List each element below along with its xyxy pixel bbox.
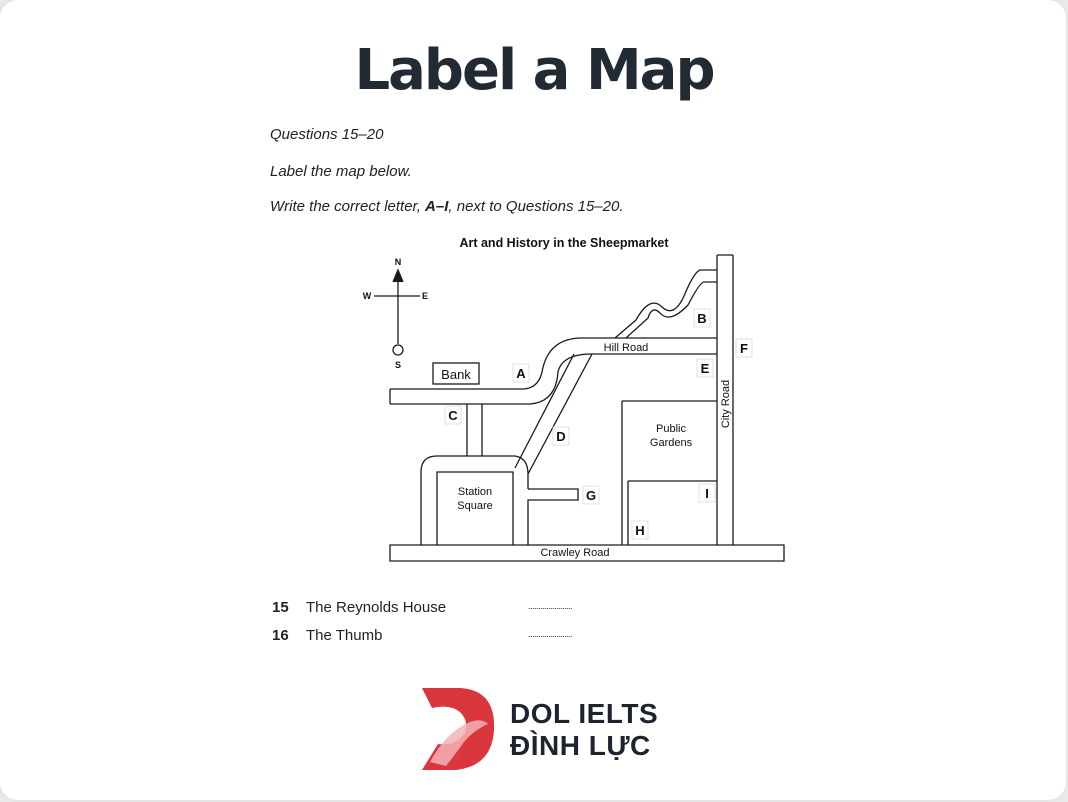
letter-d: D — [556, 429, 565, 444]
compass-south-circle — [392, 344, 404, 356]
hill-road-outline — [582, 337, 717, 355]
station-square-label-2: Square — [457, 500, 492, 512]
question-text: The Reynolds House — [306, 599, 447, 616]
question-text: The Thumb — [306, 627, 383, 644]
map-title: Art and History in the Sheepmarket — [459, 236, 669, 250]
crawley-road-label: Crawley Road — [540, 547, 609, 559]
letter-i: I — [705, 486, 709, 501]
letter-h: H — [635, 523, 644, 538]
brand-name-line2: ĐÌNH LỰC — [510, 730, 651, 761]
west-road-outline — [389, 337, 593, 405]
diagonal-road-outline — [514, 353, 593, 475]
compass-w-label: W — [363, 291, 372, 301]
station-road-outline — [420, 455, 529, 545]
hill-road-label: Hill Road — [604, 342, 649, 354]
letter-c: C — [448, 408, 458, 423]
compass-n-label: N — [395, 257, 402, 267]
letter-f: F — [740, 341, 748, 356]
c-lane-outline — [466, 404, 483, 456]
instruction-letter-range: A–I — [425, 198, 449, 215]
station-square-label-1: Station — [458, 486, 492, 498]
instruction-pre: Write the correct letter, — [270, 198, 426, 215]
letter-g: G — [586, 488, 596, 503]
letter-e-marker: E — [696, 358, 714, 378]
compass-lines — [374, 272, 420, 344]
answer-blank[interactable]: ...................... — [528, 601, 573, 611]
public-gardens-label-1: Public — [656, 423, 686, 435]
answer-blank[interactable]: ...................... — [528, 629, 573, 639]
question-number: 15 — [272, 599, 289, 616]
city-road-label: City Road — [720, 380, 732, 428]
letter-i-marker: I — [698, 483, 716, 503]
letter-a-marker: A — [512, 363, 530, 383]
letter-a: A — [516, 366, 526, 381]
bank-box — [432, 362, 480, 385]
compass-arrow — [392, 268, 404, 283]
letter-b-marker: B — [693, 308, 711, 328]
letter-e: E — [701, 361, 710, 376]
letter-h-marker: H — [631, 520, 649, 540]
brand-name-line1: DOL IELTS — [510, 698, 659, 729]
instruction-post: , next to Questions 15–20. — [448, 198, 624, 215]
letter-g-marker: G — [582, 485, 600, 505]
page-title: Label a Map — [354, 38, 715, 103]
letter-d-marker: D — [552, 426, 570, 446]
question-number: 16 — [272, 627, 289, 644]
compass-e-label: E — [422, 291, 428, 301]
public-gardens-label-2: Gardens — [650, 437, 693, 449]
compass-s-label: S — [395, 360, 401, 370]
g-spur-outline — [527, 488, 579, 545]
dol-logo-icon — [422, 688, 495, 770]
crawley-road-outline — [389, 544, 785, 562]
letter-c-marker: C — [444, 405, 462, 425]
instruction-label-map: Label the map below. — [270, 163, 412, 180]
public-gardens-block — [621, 400, 717, 545]
city-road-outline — [716, 254, 734, 545]
letter-b: B — [697, 311, 706, 326]
winding-path — [614, 269, 717, 339]
instruction-write-letter: Write the correct letter, A–I, next to Q… — [270, 198, 624, 215]
questions-heading: Questions 15–20 — [270, 126, 384, 143]
bank-label: Bank — [441, 367, 471, 382]
letter-f-marker: F — [735, 338, 753, 358]
